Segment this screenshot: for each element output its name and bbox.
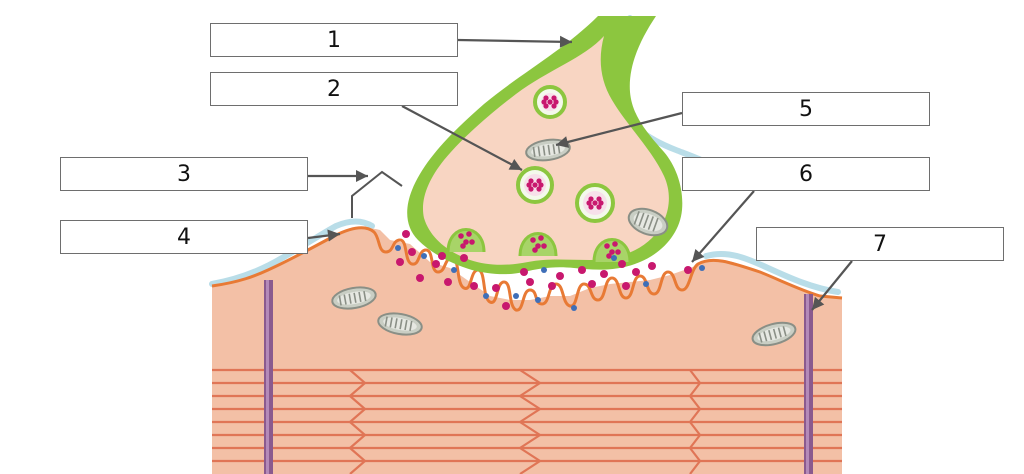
- neurotransmitter-dot-icon: [444, 278, 452, 286]
- label-text-1: 1: [327, 27, 341, 53]
- label-box-1[interactable]: 1: [210, 23, 458, 57]
- label-text-7: 7: [873, 231, 887, 257]
- neurotransmitter-dot-icon: [492, 284, 500, 292]
- arrow-7: [811, 260, 853, 311]
- label-box-4[interactable]: 4: [60, 220, 308, 254]
- t-tubule-right: [804, 294, 813, 474]
- neurotransmitter-dot-icon: [520, 268, 528, 276]
- synaptic-vesicle-icon: [516, 166, 554, 204]
- neurotransmitter-dot-icon: [600, 270, 608, 278]
- neurotransmitter-dot-icon: [556, 272, 564, 280]
- neurotransmitter-dot-icon: [470, 282, 478, 290]
- arrow-3: [308, 170, 368, 182]
- arrow-4: [307, 229, 341, 242]
- mitochondrion-icon: [377, 312, 423, 336]
- synaptic-vesicles: [446, 85, 632, 263]
- neurotransmitter-dot-icon: [502, 302, 510, 310]
- label-text-2: 2: [327, 76, 341, 102]
- receptor-dot-icon: [451, 267, 457, 273]
- synaptic-cleft-molecules: [395, 230, 705, 311]
- docked-vesicle-icon: [518, 232, 558, 257]
- label-text-3: 3: [177, 161, 191, 187]
- label-text-4: 4: [177, 224, 191, 250]
- neurotransmitter-dot-icon: [588, 280, 596, 288]
- neurotransmitter-dot-icon: [416, 274, 424, 282]
- neurotransmitter-dot-icon: [438, 252, 446, 260]
- neurotransmitter-dot-icon: [618, 260, 626, 268]
- postsynaptic-membrane: [211, 226, 843, 312]
- neurotransmitter-dot-icon: [684, 266, 692, 274]
- receptor-dot-icon: [395, 245, 401, 251]
- receptor-dot-icon: [421, 253, 427, 259]
- neurotransmitter-dot-icon: [408, 248, 416, 256]
- neurotransmitter-dot-icon: [548, 282, 556, 290]
- neurotransmitter-dot-icon: [578, 266, 586, 274]
- arrow-1: [457, 35, 573, 48]
- arrow-6: [691, 190, 755, 263]
- neurotransmitter-dot-icon: [622, 282, 630, 290]
- myofibrils: [212, 368, 842, 474]
- arrow-5: [555, 111, 683, 148]
- receptor-dot-icon: [643, 281, 649, 287]
- label-box-7[interactable]: 7: [756, 227, 1004, 261]
- label-box-3[interactable]: 3: [60, 157, 308, 191]
- mitochondrion-icon: [627, 207, 669, 237]
- receptor-dot-icon: [571, 305, 577, 311]
- receptor-dot-icon: [535, 297, 541, 303]
- t-tubule-left: [264, 280, 273, 474]
- receptor-dot-icon: [513, 293, 519, 299]
- neurotransmitter-dot-icon: [432, 260, 440, 268]
- neurotransmitter-dot-icon: [632, 268, 640, 276]
- label-box-5[interactable]: 5: [682, 92, 930, 126]
- pointer-arrows: [307, 35, 853, 311]
- arrow-2: [401, 105, 523, 171]
- neurotransmitter-dot-icon: [460, 254, 468, 262]
- label-box-6[interactable]: 6: [682, 157, 930, 191]
- neurotransmitter-dot-icon: [648, 262, 656, 270]
- receptor-dot-icon: [541, 267, 547, 273]
- receptor-dot-icon: [611, 255, 617, 261]
- label-text-6: 6: [799, 161, 813, 187]
- receptor-dot-icon: [483, 293, 489, 299]
- label-box-2[interactable]: 2: [210, 72, 458, 106]
- neurotransmitter-dot-icon: [526, 278, 534, 286]
- mitochondria: [331, 138, 797, 347]
- docked-vesicle-icon: [592, 238, 632, 263]
- synaptic-vesicle-icon: [533, 85, 567, 119]
- mitochondrion-icon: [751, 321, 797, 347]
- synaptic-cleft-bracket: [351, 170, 403, 218]
- docked-vesicle-icon: [446, 228, 486, 253]
- mitochondrion-icon: [331, 286, 377, 310]
- synaptic-vesicle-icon: [575, 183, 615, 223]
- label-text-5: 5: [799, 96, 813, 122]
- receptor-dot-icon: [699, 265, 705, 271]
- neurotransmitter-dot-icon: [402, 230, 410, 238]
- neurotransmitter-dot-icon: [396, 258, 404, 266]
